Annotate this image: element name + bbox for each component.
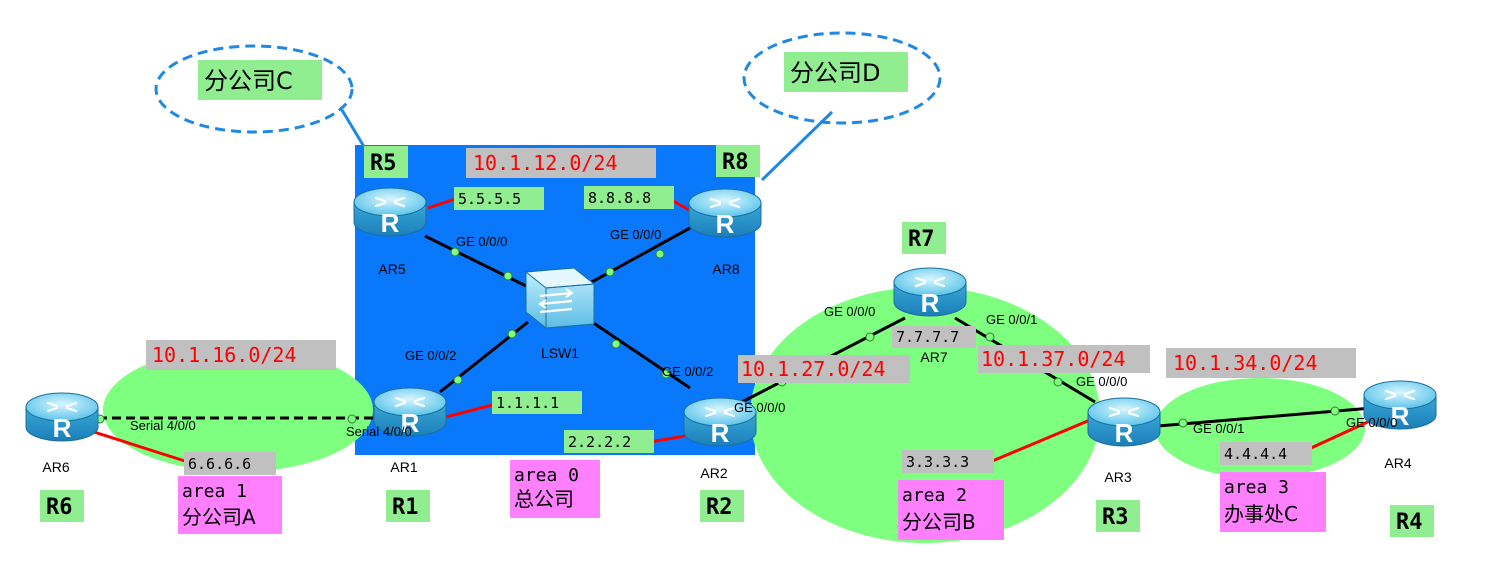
loopback-line-r3 [989,418,1091,464]
area-label-1-line2: 分公司A [182,505,256,529]
loopback-line-r6 [93,430,189,464]
loopback-bg-r3 [902,450,994,473]
cloud-branch-c [154,44,354,134]
interface-label-r1-s400: Serial 4/0/0 [346,424,412,439]
loopback-r1: 1.1.1.1 [496,394,559,412]
router-tag-r2: R2 [706,495,733,520]
network-label-bg-16 [146,340,336,370]
interface-label-r1-g002: GE 0/0/2 [405,348,456,363]
cloud-branch-d [742,31,942,125]
router-tag-r7: R7 [908,227,935,252]
cloud-label-bg-d [784,52,908,92]
device-label-ar7: AR7 [920,349,947,365]
area-label-2-line1: area 2 [902,485,967,506]
device-label-ar5: AR5 [378,261,405,277]
router-tag-bg-r6 [40,490,84,522]
device-label-ar1: AR1 [390,459,417,475]
loopback-r5: 5.5.5.5 [458,190,521,208]
network-label-16: 10.1.16.0/24 [152,343,297,367]
router-ar3[interactable] [1086,396,1162,450]
cloud-label-d: 分公司D [790,59,880,87]
router-tag-bg-r2 [700,490,744,522]
area-label-0-line1: area 0 [514,465,579,486]
link-r5-switch [424,234,531,290]
device-label-ar6: AR6 [42,459,69,475]
interface-label-r6-s400: Serial 4/0/0 [130,418,196,433]
switch-label: LSW1 [541,345,579,361]
loopback-line-r1 [441,402,497,420]
area-label-2-line2: 分公司B [902,510,976,534]
loopback-bg-r6 [184,452,276,475]
area-label-bg-1 [178,476,282,534]
loopback-r4: 4.4.4.4 [1224,445,1287,463]
interface-label-r4-g000: GE 0/0/0 [1346,415,1397,430]
device-label-ar4: AR4 [1384,455,1411,471]
area-label-1-line1: area 1 [182,481,247,502]
network-label-bg-34 [1166,348,1356,378]
loopback-bg-r2 [564,430,654,453]
device-label-ar2: AR2 [700,465,727,481]
loopback-bg-r4 [1220,442,1312,465]
interface-label-r7-g001: GE 0/0/1 [986,312,1037,327]
loopback-line-r5 [427,196,459,210]
router-tag-r1: R1 [392,495,419,520]
device-label-ar8: AR8 [712,261,739,277]
area-label-0-line2: 总公司 [514,487,574,511]
loopback-bg-r5 [454,187,544,210]
router-ar6[interactable] [24,391,100,445]
interface-label-r8-g000: GE 0/0/0 [610,227,661,242]
loopback-bg-r7 [892,326,976,348]
interface-label-r2-g000: GE 0/0/0 [734,400,785,415]
switch-lsw1[interactable] [524,267,596,329]
router-tag-r4: R4 [1396,510,1423,535]
cloud-label-bg-c [198,60,322,100]
network-label-bg-12 [466,148,656,178]
router-tag-bg-r4 [1390,505,1434,537]
router-ar5[interactable] [352,186,428,240]
area-label-bg-2 [898,480,1004,540]
network-label-27: 10.1.27.0/24 [741,357,886,381]
area-label-3-line1: area 3 [1224,477,1289,498]
router-ar8[interactable] [687,187,763,241]
loopback-r2: 2.2.2.2 [568,433,631,451]
link-r8-cloud-d [760,110,834,182]
loopback-r3: 3.3.3.3 [906,453,969,471]
interface-label-r2-g002: GE 0/0/2 [662,364,713,379]
router-tag-bg-r8 [716,145,760,177]
loopback-bg-r8 [584,186,674,209]
router-tag-r8: R8 [722,150,749,175]
router-tag-r6: R6 [46,495,73,520]
loopback-r8: 8.8.8.8 [588,189,651,207]
device-label-ar3: AR3 [1104,469,1131,485]
router-tag-r5: R5 [370,151,397,176]
area-1-ellipse [103,348,373,472]
loopback-r6: 6.6.6.6 [188,455,251,473]
area-label-bg-0 [510,460,600,518]
router-tag-bg-r5 [364,146,408,178]
loopback-line-r2 [649,434,686,444]
network-label-bg-27 [738,355,910,383]
area-label-3-line2: 办事处C [1224,502,1298,526]
link-r2-switch [591,320,691,390]
interface-label-r3-g000: GE 0/0/0 [1076,374,1127,389]
network-label-34: 10.1.34.0/24 [1173,351,1318,375]
area-label-bg-3 [1220,472,1326,532]
router-tag-bg-r1 [386,490,430,522]
network-label-bg-37 [978,345,1150,373]
router-tag-bg-r3 [1096,500,1140,532]
area-3-ellipse [1155,378,1365,478]
loopback-bg-r1 [492,391,582,414]
interface-label-r7-g000: GE 0/0/0 [824,304,875,319]
network-label-37: 10.1.37.0/24 [981,347,1126,371]
router-tag-r3: R3 [1102,505,1129,530]
router-ar7[interactable] [892,266,968,320]
cloud-label-c: 分公司C [204,67,293,95]
interface-label-r5-g000: GE 0/0/0 [456,234,507,249]
router-tag-bg-r7 [902,222,946,254]
network-label-12: 10.1.12.0/24 [473,151,618,175]
loopback-r7: 7.7.7.7 [896,328,959,346]
interface-label-r3-g001: GE 0/0/1 [1193,421,1244,436]
